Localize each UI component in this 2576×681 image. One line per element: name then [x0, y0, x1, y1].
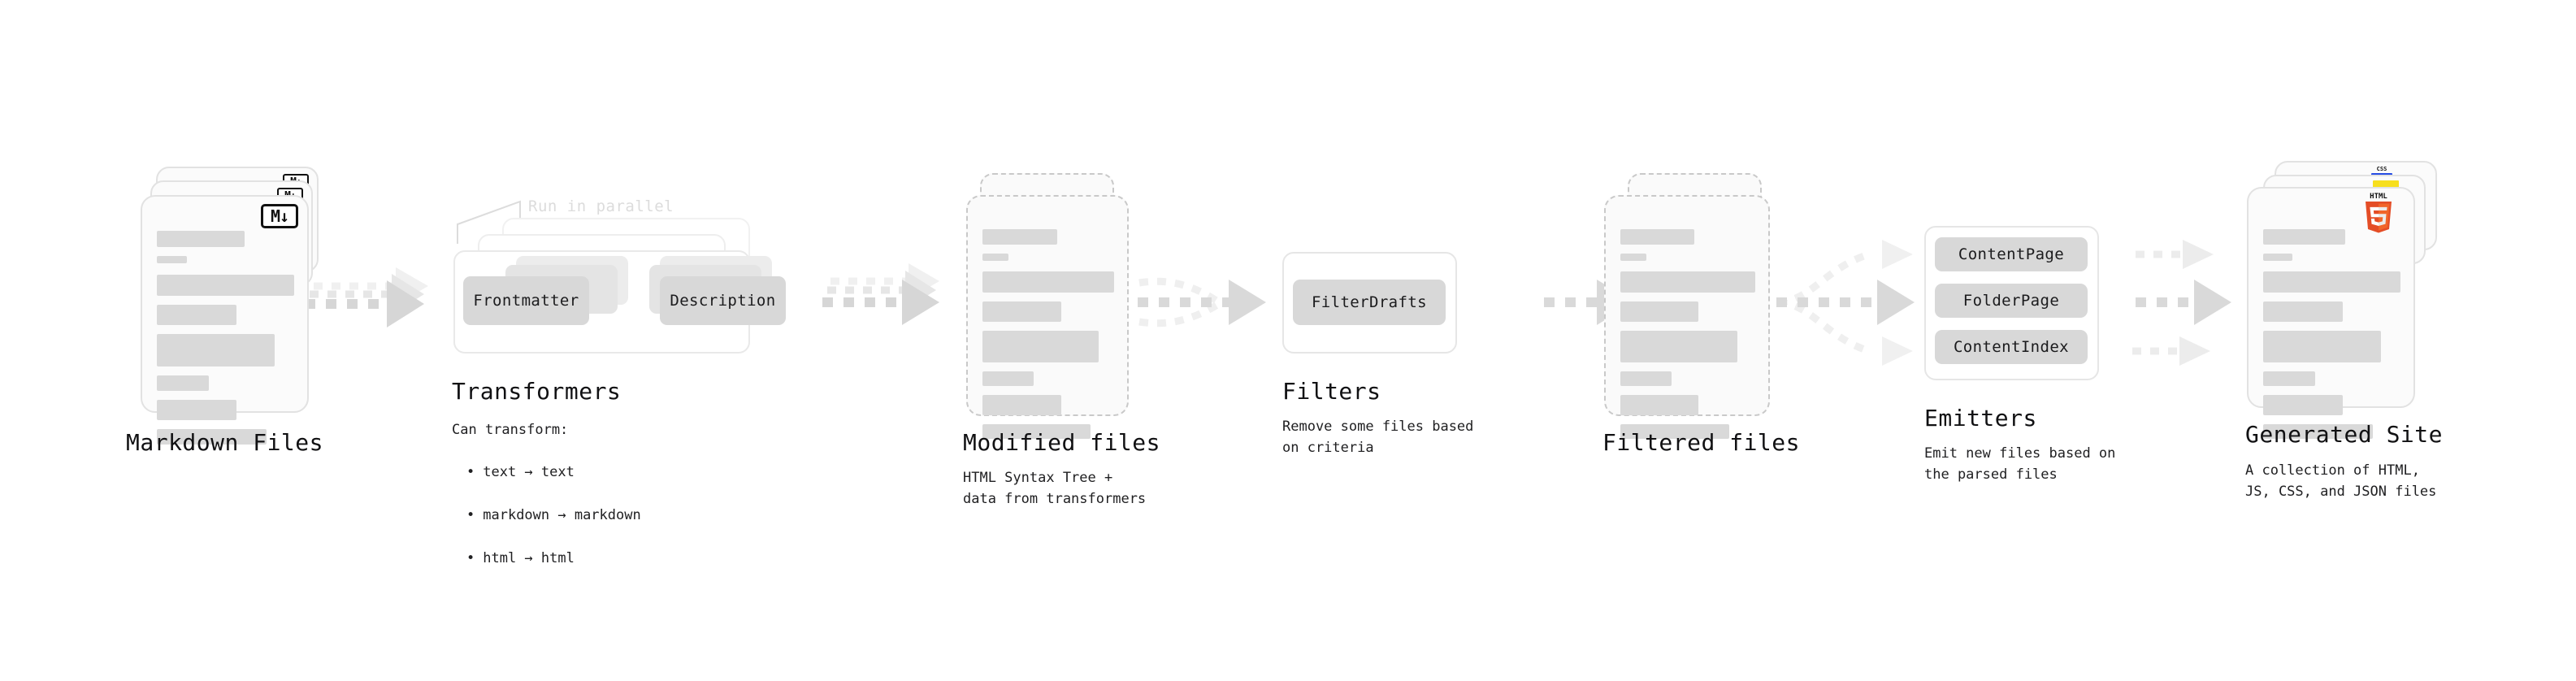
- filters-subtitle: Remove some files based on criteria: [1282, 419, 1474, 457]
- modified-files-subtitle: HTML Syntax Tree + data from transformer…: [963, 470, 1147, 508]
- emitters-subtitle: Emit new files based on the parsed files: [1924, 445, 2116, 484]
- stage-title-modified-files: Modified files: [963, 429, 1161, 456]
- transformer-chip-frontmatter[interactable]: Frontmatter: [463, 276, 589, 325]
- connector-emitters-to-site: [2132, 240, 2231, 366]
- emitter-chip-contentindex[interactable]: ContentIndex: [1935, 330, 2088, 364]
- markdown-doc-front: [141, 195, 309, 445]
- stage-title-filtered-files: Filtered files: [1602, 429, 1801, 456]
- doc-placeholder-bars: [982, 229, 1115, 448]
- connector-filtered-to-emitters: [1776, 240, 1915, 366]
- modified-doc-front: [966, 195, 1129, 439]
- css3-label: CSS: [2376, 166, 2387, 172]
- transformers-bullet-list: text → text markdown → markdown html → h…: [452, 440, 641, 590]
- transformers-subtitle: Can transform:: [452, 422, 569, 438]
- transformers-bullet-0: text → text: [466, 462, 641, 483]
- markdown-icon: M↓: [261, 204, 298, 228]
- html5-wordmark: HTML: [2370, 193, 2387, 201]
- stage-title-generated-site: Generated Site: [2245, 421, 2444, 448]
- emitter-chip-contentpage[interactable]: ContentPage: [1935, 237, 2088, 271]
- run-in-parallel-label: Run in parallel: [528, 197, 674, 215]
- stage-title-markdown-files: Markdown Files: [126, 429, 324, 456]
- filtered-doc-front: [1604, 195, 1770, 439]
- generated-site-subtitle: A collection of HTML, JS, CSS, and JSON …: [2245, 462, 2437, 501]
- stage-title-emitters: Emitters: [1924, 405, 2037, 432]
- transformer-chip-description[interactable]: Description: [660, 276, 786, 325]
- html5-shield: [2366, 202, 2392, 233]
- stage-title-transformers: Transformers: [452, 378, 622, 405]
- connector-transformers-to-modified: [822, 263, 939, 325]
- connector-md-to-transformers: [305, 267, 428, 327]
- site-doc-front: [2247, 187, 2415, 439]
- emitter-chip-folderpage[interactable]: FolderPage: [1935, 284, 2088, 318]
- connector-modified-to-filters: [1138, 277, 1266, 327]
- transformers-bullet-1: markdown → markdown: [466, 505, 640, 526]
- doc-placeholder-bars: [157, 231, 294, 453]
- transformers-bullet-2: html → html: [466, 548, 641, 569]
- filter-chip-filterdrafts[interactable]: FilterDrafts: [1293, 280, 1446, 325]
- doc-placeholder-bars: [2263, 229, 2400, 448]
- stage-title-filters: Filters: [1282, 378, 1381, 405]
- html5-icon: HTML: [2363, 193, 2394, 234]
- doc-placeholder-bars: [1620, 229, 1755, 448]
